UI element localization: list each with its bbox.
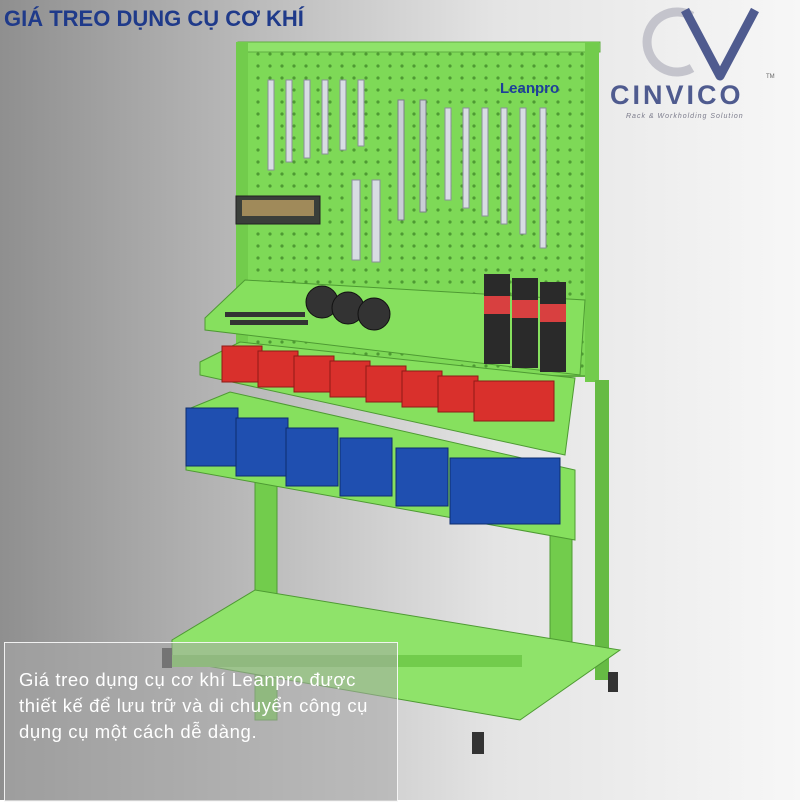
screwdrivers: [225, 312, 308, 325]
logo-tagline: Rack & Workholding Solution: [626, 113, 744, 120]
page-title: GIÁ TREO DỤNG CỤ CƠ KHÍ: [4, 6, 304, 31]
drill-bits: [397, 99, 427, 221]
caption-text: Giá treo dụng cụ cơ khí Leanpro được thi…: [19, 669, 369, 742]
spray-cans: [484, 274, 566, 372]
right-upright: [585, 42, 599, 382]
cv-monogram-icon: [642, 7, 759, 81]
red-bins: [221, 345, 555, 422]
pegboard-top-rail: [237, 41, 601, 53]
caption-box: Giá treo dụng cụ cơ khí Leanpro được thi…: [4, 642, 398, 802]
logo-wordmark: CINVICO: [610, 80, 744, 110]
rack-brand-label: Leanpro: [500, 80, 560, 97]
blue-bins: [185, 407, 561, 525]
wrench-row: [267, 79, 547, 263]
caster-wheels: [305, 285, 391, 331]
logo-trademark: TM: [766, 74, 775, 80]
rear-leg: [595, 380, 609, 680]
